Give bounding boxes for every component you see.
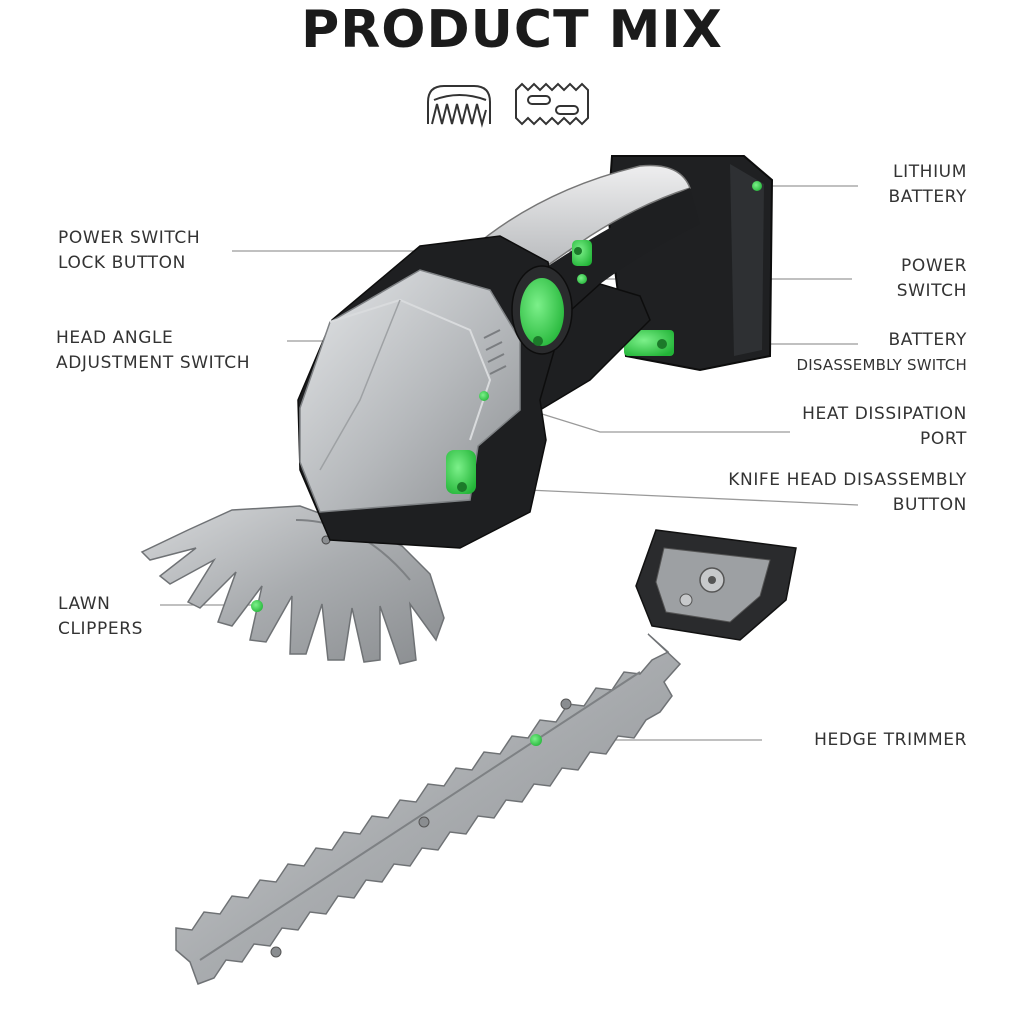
heat-port-marker (479, 391, 489, 401)
hedge-blade-icon (515, 82, 589, 126)
label-lithium-battery: LITHIUM BATTERY (888, 162, 967, 207)
motor-head (297, 235, 573, 549)
label-knife-head-disassembly-button: KNIFE HEAD DISASSEMBLY BUTTON (728, 470, 967, 515)
label-head-angle-adjustment-switch: HEAD ANGLE ADJUSTMENT SWITCH (56, 328, 251, 373)
knife-head-button (446, 450, 476, 494)
label-hedge-trimmer: HEDGE TRIMMER (814, 730, 967, 750)
battery-marker (752, 181, 762, 191)
power-switch-marker (577, 274, 587, 284)
lock-button (572, 240, 592, 266)
lawn-clippers-marker (251, 600, 263, 612)
label-lawn-clippers: LAWN CLIPPERS (58, 594, 144, 639)
head-angle-knob (520, 278, 564, 346)
shear-blade-icon (427, 85, 491, 128)
hedge-trimmer-marker (530, 734, 542, 746)
hedge-blade (175, 633, 682, 985)
label-battery-disassembly-switch: BATTERY DISASSEMBLY SWITCH (796, 330, 967, 374)
hedge-trimmer-attachment (175, 529, 797, 985)
label-heat-dissipation-port: HEAT DISSIPATION PORT (802, 404, 967, 449)
battery-release-switch (624, 330, 674, 356)
battery-switch-marker (657, 339, 667, 349)
label-power-switch-lock-button: POWER SWITCH LOCK BUTTON (58, 228, 201, 273)
page-title: PRODUCT MIX (301, 0, 723, 60)
label-power-switch: POWER SWITCH (896, 256, 967, 301)
